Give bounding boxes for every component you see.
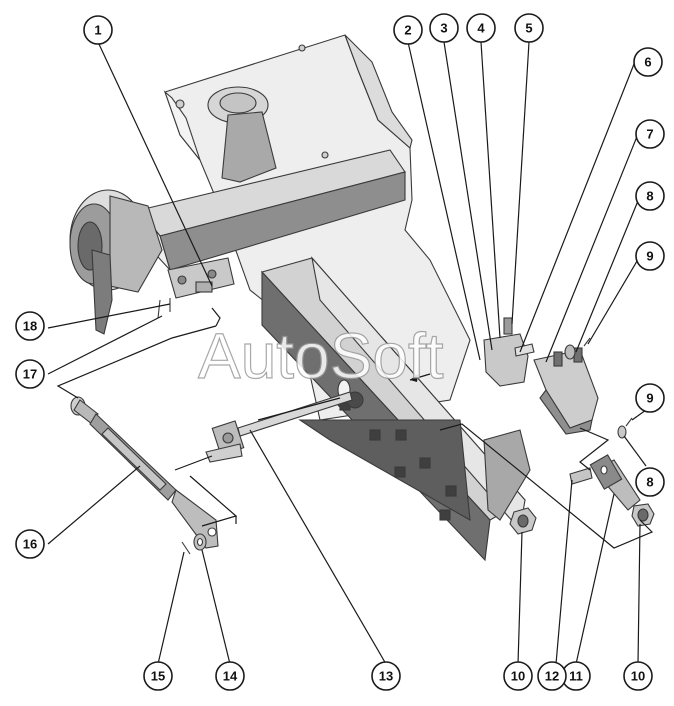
callout-5: 5 <box>514 13 544 43</box>
callout-18: 18 <box>15 311 45 341</box>
callout-label: 9 <box>646 391 653 406</box>
callout-label: 13 <box>379 669 393 684</box>
callout-label: 11 <box>569 669 583 684</box>
callout-label: 15 <box>151 669 165 684</box>
callout-label: 5 <box>525 21 532 36</box>
callout-8-top: 8 <box>635 181 665 211</box>
callout-label: 9 <box>646 249 653 264</box>
callout-label: 12 <box>545 669 559 684</box>
callout-8-bottom: 8 <box>635 467 665 497</box>
callout-9-bottom: 9 <box>635 383 665 413</box>
callout-label: 3 <box>440 21 447 36</box>
tension-rod <box>70 396 219 549</box>
bearing-flange <box>207 86 277 183</box>
callout-12: 12 <box>537 661 567 691</box>
pin-and-washer <box>181 533 207 555</box>
main-rail <box>260 256 531 562</box>
control-shaft <box>205 391 353 463</box>
callout-label: 10 <box>511 669 525 684</box>
callout-label: 4 <box>477 21 485 36</box>
callout-leaders <box>47 41 647 665</box>
callout-2: 2 <box>393 15 423 45</box>
callout-label: 14 <box>223 669 238 684</box>
nut-right <box>631 503 655 527</box>
callout-label: 1 <box>94 23 101 38</box>
callout-label: 7 <box>646 127 653 142</box>
cylinder-group <box>483 317 599 435</box>
callout-16: 16 <box>15 529 45 559</box>
callout-label: 18 <box>23 319 37 334</box>
callout-6: 6 <box>633 47 663 77</box>
callout-4: 4 <box>466 13 496 43</box>
callout-3: 3 <box>429 13 459 43</box>
callout-13: 13 <box>371 661 401 691</box>
assembly-paths <box>56 307 654 549</box>
callout-label: 8 <box>646 189 653 204</box>
callout-15: 15 <box>143 661 173 691</box>
callout-label: 2 <box>404 23 411 38</box>
callout-7: 7 <box>635 119 665 149</box>
watermark-text: AutoSoft <box>198 320 444 392</box>
bracket-bolts <box>157 257 235 319</box>
callout-1: 1 <box>83 15 113 45</box>
callout-14: 14 <box>215 661 245 691</box>
callout-9-top: 9 <box>635 241 665 271</box>
callout-label: 16 <box>23 537 37 552</box>
callout-10-left: 10 <box>503 661 533 691</box>
pivot-arm <box>569 417 641 511</box>
callout-label: 6 <box>644 55 651 70</box>
nut-left <box>509 507 537 535</box>
callout-label: 10 <box>631 669 645 684</box>
callout-label: 8 <box>646 475 653 490</box>
callout-17: 17 <box>15 359 45 389</box>
pulley-drum <box>69 189 163 335</box>
callout-10-right: 10 <box>623 661 653 691</box>
callout-label: 17 <box>23 367 37 382</box>
